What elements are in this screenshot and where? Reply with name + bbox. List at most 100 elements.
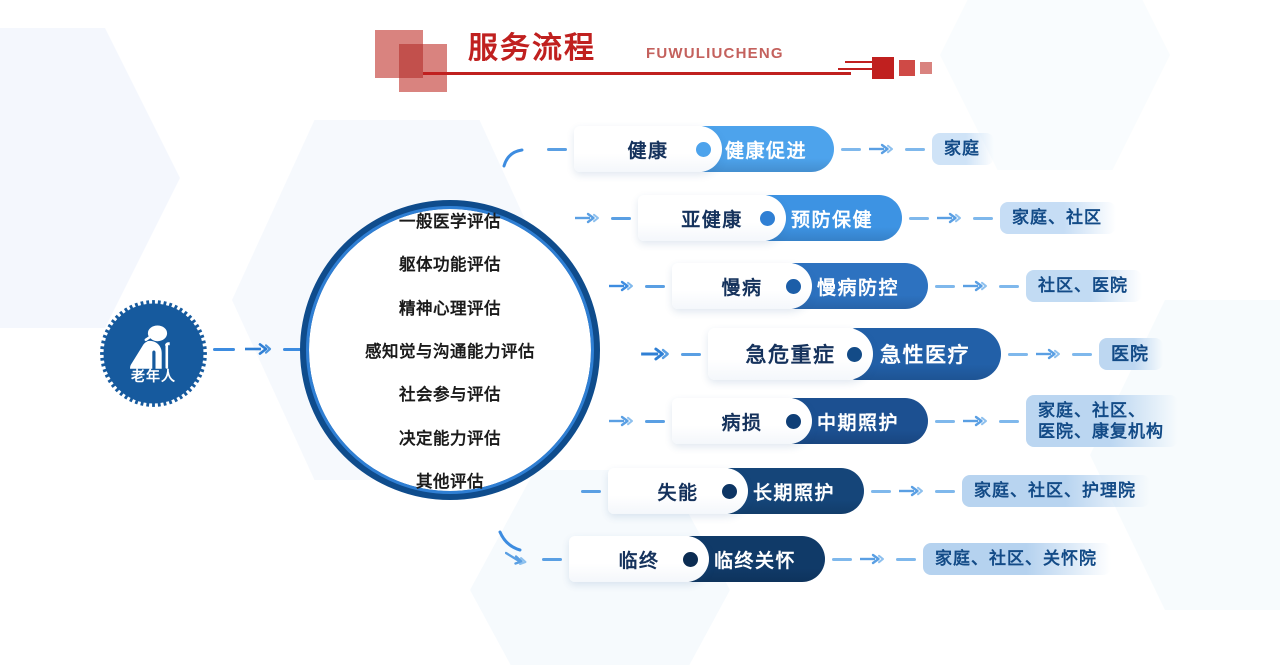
destination-chip[interactable]: 社区、医院 (1026, 270, 1142, 302)
service-label: 中期照护 (816, 412, 899, 434)
destination-chip[interactable]: 家庭 (932, 133, 994, 165)
assessment-item: 躯体功能评估 (399, 255, 501, 275)
destination-label: 家庭、社区 (1012, 208, 1102, 227)
flow-row[interactable]: 亚健康 预防保健 家庭、社区 (574, 195, 1116, 241)
status-label: 失能 (657, 482, 699, 504)
header-accent-square (920, 62, 932, 74)
status-service-pair[interactable]: 失能 长期照护 (608, 468, 864, 514)
connector-dash (542, 557, 562, 561)
header-accent-square (899, 60, 915, 76)
double-chevron-arrow-icon (860, 553, 884, 565)
flow-row[interactable]: 失能 长期照护 家庭、社区、护理院 (574, 468, 1150, 514)
flow-row[interactable]: 健康 健康促进 家庭 (540, 126, 994, 172)
junction-dot (722, 483, 737, 499)
junction-dot (760, 210, 775, 226)
junction-dot (786, 413, 801, 429)
service-label: 长期照护 (752, 482, 835, 504)
assessment-item: 决定能力评估 (399, 428, 501, 448)
status-label: 病损 (721, 412, 763, 434)
double-chevron-arrow-icon (641, 347, 669, 361)
status-service-pair[interactable]: 急危重症 急性医疗 (708, 328, 1001, 380)
flow-row[interactable]: 慢病 慢病防控 社区、医院 (608, 263, 1142, 309)
double-chevron-arrow-icon (937, 212, 961, 224)
status-service-pair[interactable]: 临终 临终关怀 (569, 536, 825, 582)
assessment-circle (300, 200, 600, 500)
connector-dash (841, 147, 861, 151)
connector-dash (999, 284, 1019, 288)
junction-dot (696, 141, 711, 157)
page-subtitle: FUWULIUCHENG (646, 45, 784, 62)
connector-dash (999, 419, 1019, 423)
connector-dash (581, 489, 601, 493)
destination-label: 家庭、社区、关怀院 (935, 549, 1097, 568)
destination-label: 家庭、社区、护理院 (974, 481, 1136, 500)
status-label: 急危重症 (745, 343, 836, 367)
junction-dot (786, 278, 801, 294)
status-label: 临终 (618, 550, 660, 572)
double-chevron-arrow-icon (963, 280, 987, 292)
elderly-person-icon (100, 300, 207, 407)
service-pill[interactable]: 临终关怀 (685, 536, 825, 582)
service-label: 预防保健 (790, 209, 873, 231)
status-pill[interactable]: 慢病 (672, 263, 812, 309)
service-label: 慢病防控 (816, 277, 899, 299)
status-label: 慢病 (721, 277, 763, 299)
status-label: 健康 (627, 140, 669, 162)
service-pill[interactable]: 急性医疗 (849, 328, 1001, 380)
status-service-pair[interactable]: 亚健康 预防保健 (638, 195, 902, 241)
entry-node-elderly[interactable]: 老年人 (100, 300, 207, 407)
destination-chip[interactable]: 家庭、社区、护理院 (962, 475, 1150, 507)
double-chevron-arrow-icon (869, 143, 893, 155)
destination-label: 家庭 (944, 139, 980, 158)
connector-dash (973, 216, 993, 220)
double-chevron-arrow-icon (505, 551, 527, 565)
assessment-item: 一般医学评估 (399, 212, 501, 231)
status-service-pair[interactable]: 健康 健康促进 (574, 126, 834, 172)
assessment-items-list: 一般医学评估 躯体功能评估 精神心理评估 感知觉与沟通能力评估 社会参与评估 决… (300, 212, 600, 492)
connector-dash (905, 147, 925, 151)
service-pill[interactable]: 预防保健 (762, 195, 902, 241)
service-pill[interactable]: 长期照护 (724, 468, 864, 514)
service-label: 急性医疗 (880, 343, 970, 367)
service-label: 健康促进 (724, 140, 807, 162)
connector-dash (935, 419, 955, 423)
connector-dash (611, 216, 631, 220)
page-title: 服务流程 (468, 32, 596, 65)
connector-dash (645, 419, 665, 423)
assessment-item: 感知觉与沟通能力评估 (365, 341, 535, 361)
double-chevron-arrow-icon (609, 415, 633, 427)
double-chevron-arrow-icon (609, 280, 633, 292)
destination-label: 医院、康复机构 (1038, 422, 1164, 441)
connector-dash (1072, 352, 1092, 356)
connector-dash (871, 489, 891, 493)
connector-dash (645, 284, 665, 288)
connector-dash (909, 216, 929, 220)
status-label: 亚健康 (681, 209, 743, 231)
flow-row[interactable]: 病损 中期照护 家庭、社区、 医院、康复机构 (608, 395, 1178, 447)
destination-chip[interactable]: 医院 (1099, 338, 1163, 370)
destination-label: 家庭、社区、 (1038, 401, 1146, 420)
branch-curves (498, 148, 524, 552)
junction-dot (683, 551, 698, 567)
destination-chip[interactable]: 家庭、社区、 医院、康复机构 (1026, 395, 1178, 447)
double-chevron-arrow-icon (899, 485, 923, 497)
status-pill[interactable]: 急危重症 (708, 328, 873, 380)
junction-dot (847, 346, 862, 362)
destination-chip[interactable]: 家庭、社区、关怀院 (923, 543, 1111, 575)
status-service-pair[interactable]: 病损 中期照护 (672, 398, 928, 444)
assessment-item: 其他评估 (416, 471, 484, 491)
double-chevron-arrow-icon (575, 212, 599, 224)
header-square-overlap (399, 44, 423, 78)
connector-dash (547, 147, 567, 151)
connector-dash (832, 557, 852, 561)
flow-row[interactable]: 临终 临终关怀 家庭、社区、关怀院 (505, 536, 1111, 582)
flow-row[interactable]: 急危重症 急性医疗 医院 (640, 328, 1163, 380)
destination-label: 医院 (1111, 344, 1149, 364)
status-service-pair[interactable]: 慢病 慢病防控 (672, 263, 928, 309)
connector-dash (896, 557, 916, 561)
header-accent-line (838, 68, 887, 70)
connector-dash (1008, 352, 1028, 356)
service-label: 临终关怀 (713, 550, 796, 572)
destination-chip[interactable]: 家庭、社区 (1000, 202, 1116, 234)
